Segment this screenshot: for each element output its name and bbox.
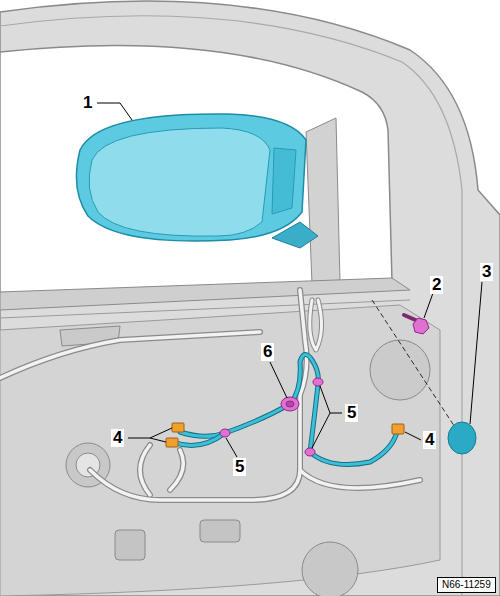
callout-number: 4 <box>423 431 436 449</box>
cap <box>448 422 476 454</box>
figure-code: N66-11259 <box>437 577 496 593</box>
callout-number: 2 <box>430 276 443 294</box>
callout-number: 1 <box>81 94 94 112</box>
leader-lines <box>97 103 482 457</box>
callout-number: 4 <box>111 429 124 447</box>
callout-number: 6 <box>261 343 274 361</box>
callout-number: 5 <box>345 404 358 422</box>
callout-number: 3 <box>480 263 493 281</box>
window-opening <box>0 45 392 298</box>
callout-number: 5 <box>233 458 246 476</box>
mirror <box>76 114 306 241</box>
